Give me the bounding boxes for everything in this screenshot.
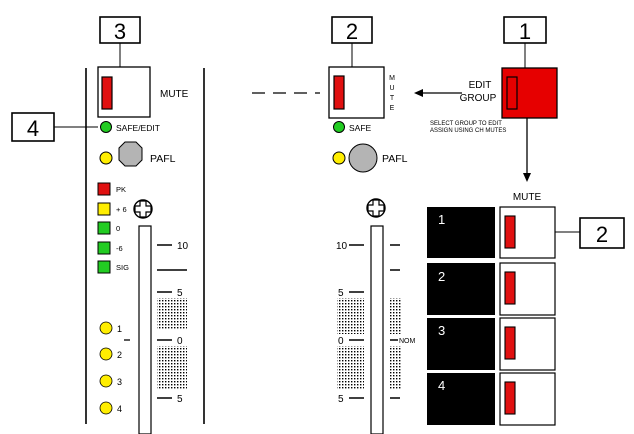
- left-mute-led: [101, 76, 113, 110]
- group-led-4: [99, 401, 113, 415]
- left-pafl-label: PAFL: [150, 153, 176, 165]
- mute-group-1-led: [504, 215, 516, 249]
- group-label-3: 3: [117, 377, 122, 387]
- left-mute-button[interactable]: [97, 66, 151, 118]
- left-fader-knob[interactable]: [133, 199, 153, 219]
- callout-4-label: 4: [27, 116, 39, 141]
- callout-2-right-label: 2: [596, 222, 608, 247]
- left-scale-5-top: 5: [177, 288, 183, 299]
- left-mute-label: MUTE: [160, 89, 189, 100]
- middle-safe-led: [333, 121, 345, 133]
- left-scale-5-bottom: 5: [177, 394, 183, 405]
- left-scale-0: 0: [177, 336, 183, 347]
- meter-led-pk: [97, 182, 111, 196]
- mute-group-2-display: [427, 263, 495, 315]
- meter-label-0: 0: [116, 224, 120, 233]
- middle-mute-led: [333, 75, 345, 110]
- mute-group-3: 3: [427, 317, 556, 371]
- middle-fader-track[interactable]: [370, 225, 384, 434]
- group-label-2: 2: [117, 350, 122, 360]
- mute-group-2: 2: [427, 262, 556, 316]
- mute-group-4: 4: [427, 372, 556, 426]
- mute-group-4-led: [504, 381, 516, 415]
- group-label-4: 4: [117, 404, 122, 414]
- group-led-2: [99, 347, 113, 361]
- mute-group-3-led: [504, 326, 516, 360]
- edit-group-led: [506, 76, 518, 110]
- mute-group-1-number: 1: [438, 212, 445, 227]
- edit-to-groups-arrow-head: [523, 173, 531, 182]
- mute-group-4-number: 4: [438, 378, 445, 393]
- middle-safe-label: SAFE: [349, 123, 372, 133]
- middle-scale-10: 10: [336, 241, 348, 252]
- edit-group-instruction-2: ASSIGN USING CH MUTES: [430, 128, 506, 134]
- edit-group-label-line1: EDIT: [469, 80, 492, 91]
- callout-1-label: 1: [519, 19, 531, 44]
- callout-1: 1: [503, 16, 547, 44]
- edit-group-button[interactable]: [501, 67, 558, 119]
- middle-pafl-label: PAFL: [382, 153, 408, 165]
- middle-mute-letter-e: E: [390, 105, 395, 112]
- edit-group-arrow-head: [414, 89, 423, 97]
- middle-fader-scale: [337, 244, 401, 399]
- middle-mute-letter-u: U: [389, 85, 394, 92]
- group-label-1: 1: [117, 324, 122, 334]
- mute-group-4-display: [427, 373, 495, 425]
- mute-group-2-led: [504, 271, 516, 305]
- mute-group-2-number: 2: [438, 269, 445, 284]
- mute-groups-header: MUTE: [513, 192, 542, 203]
- mute-group-1: 1: [427, 206, 556, 259]
- edit-group-label-line2: GROUP: [460, 93, 497, 104]
- meter-led-sig: [97, 260, 111, 274]
- group-led-3: [99, 374, 113, 388]
- callout-2-top-label: 2: [346, 19, 358, 44]
- callout-2-right: 2: [579, 217, 625, 249]
- left-fader-track[interactable]: [138, 225, 152, 434]
- middle-fader-knob[interactable]: [366, 198, 386, 218]
- middle-scale-5-bottom: 5: [338, 394, 344, 405]
- callout-2-top: 2: [331, 16, 373, 44]
- middle-nom-label: NOM: [399, 338, 416, 345]
- middle-scale-0: 0: [338, 336, 344, 347]
- callout-4: 4: [11, 112, 55, 142]
- callout-3-label: 3: [114, 19, 126, 44]
- meter-label-pk: PK: [116, 185, 126, 194]
- meter-label-plus6: + 6: [116, 205, 127, 214]
- left-scale-10: 10: [177, 241, 189, 252]
- edit-group-instruction-1: SELECT GROUP TO EDIT: [430, 121, 502, 127]
- middle-pafl-button[interactable]: [348, 143, 378, 173]
- left-safe-edit-led: [100, 121, 112, 133]
- left-safe-edit-label: SAFE/EDIT: [116, 123, 160, 133]
- left-pafl-led: [99, 151, 113, 165]
- middle-pafl-led: [332, 151, 346, 165]
- left-pafl-button[interactable]: [118, 141, 143, 167]
- meter-led-plus6: [97, 202, 111, 216]
- callout-3: 3: [99, 16, 141, 44]
- meter-led-0: [97, 221, 111, 235]
- meter-label-minus6: -6: [116, 244, 123, 253]
- middle-mute-letter-m: M: [389, 75, 395, 82]
- meter-label-sig: SIG: [116, 263, 129, 272]
- middle-mute-letter-t: T: [390, 95, 395, 102]
- mute-group-1-display: [427, 207, 495, 258]
- mute-group-3-display: [427, 318, 495, 370]
- middle-mute-button[interactable]: [328, 66, 385, 119]
- middle-scale-5-top: 5: [338, 288, 344, 299]
- left-fader-scale: [157, 244, 187, 399]
- mute-group-3-number: 3: [438, 323, 445, 338]
- group-led-1: [99, 321, 113, 335]
- meter-led-minus6: [97, 241, 111, 255]
